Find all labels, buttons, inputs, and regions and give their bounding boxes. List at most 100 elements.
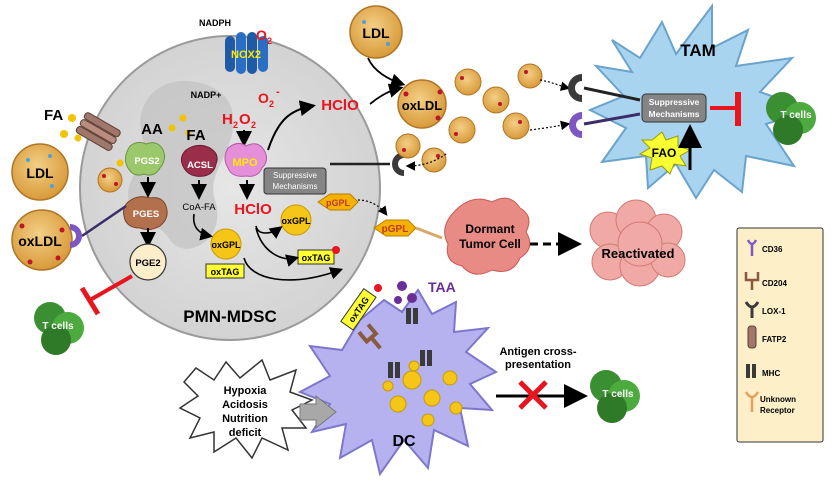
legend-unknown-label: Unknown Receptor <box>760 395 796 415</box>
oxldl-left-label: oxLDL <box>18 233 62 249</box>
nadph-label: NADPH <box>199 18 231 28</box>
arrow-pgpl-out <box>357 199 388 216</box>
oxtag-dc-dot <box>374 284 382 292</box>
arrow-oxldl-tam-lox1 <box>539 79 571 91</box>
ldl-left-particle <box>11 143 69 201</box>
oxtag-right-label: oxTAG <box>302 253 331 263</box>
stress-burst <box>178 358 314 460</box>
legend-lox1-label: LOX-1 <box>762 307 786 316</box>
tcells-left-label: T cells <box>42 321 74 332</box>
svg-text:O: O <box>256 27 267 43</box>
lox1-tam-link <box>583 86 641 102</box>
arrow-oxldl-lox1 <box>405 153 447 171</box>
antigen-label: Antigen cross-presentation <box>499 346 577 371</box>
nox2-label: NOX2 <box>231 49 261 61</box>
cd36-receptor-left <box>70 224 82 248</box>
fa-top-label: FA <box>44 107 63 124</box>
oxgpl-left-drop <box>210 228 242 260</box>
oxtag-left-label: oxTAG <box>211 267 240 277</box>
arrow-ldl-oxldl <box>367 57 406 88</box>
hclo-inner-label: HClO <box>234 201 272 218</box>
legend-unknown-icon <box>744 391 760 412</box>
tcells-dc-label: T cells <box>602 389 634 400</box>
legend-box <box>736 227 824 443</box>
tcells-tam-label: T cells <box>780 110 812 121</box>
taa-label: TAA <box>428 279 456 295</box>
legend-lox1-icon <box>744 301 760 318</box>
tcells-left <box>34 302 84 355</box>
legend-cd204-label: CD204 <box>762 279 787 288</box>
oxgpl-right-drop <box>280 204 312 236</box>
reactivated-cluster <box>589 199 686 287</box>
block-x-2 <box>518 380 548 410</box>
mdsc-label: PMN-MDSC <box>183 307 277 326</box>
nadp-label: NADP+ <box>191 90 222 100</box>
pge2-circle <box>129 243 167 281</box>
svg-text:2: 2 <box>267 36 272 46</box>
ldl-left-label: LDL <box>26 165 54 181</box>
mhc-dc-3 <box>406 308 418 324</box>
arrow-to-hclo-top <box>267 100 316 151</box>
reactivated-label: Reactivated <box>602 246 675 261</box>
legend-cd36-icon <box>746 239 758 256</box>
arrow-oxldl-tam-cd36 <box>529 120 571 131</box>
arrow-hclo-oxldl <box>369 83 404 105</box>
tcells-dc <box>590 370 640 423</box>
mpo-enzyme <box>224 142 268 177</box>
tam-label: TAM <box>680 41 716 60</box>
suppressive-box-mdsc <box>263 167 327 195</box>
mhc-dc-2 <box>420 350 432 366</box>
dormant-text-wrap: Dormant Tumor Cell <box>459 222 521 251</box>
oxgpl-left-label: oxGPL <box>211 240 241 250</box>
arrow-hclo-oxgpl <box>255 225 283 239</box>
arrow-stress-dc <box>299 394 337 430</box>
stress-label: Hypoxia Acidosis Nutrition deficit <box>222 385 268 436</box>
svg-text:2: 2 <box>233 120 238 130</box>
pgpl-inner-shape <box>317 193 359 211</box>
oxldl-top-particle <box>397 79 447 129</box>
pgs2-label: PGS2 <box>134 156 159 167</box>
oxgpl-right-label: oxGPL <box>281 216 311 226</box>
legend-mhc-icon <box>746 364 756 378</box>
arrow-hclo-oxtag <box>255 227 300 267</box>
svg-text:O: O <box>258 90 269 106</box>
legend-cd36-label: CD36 <box>762 245 783 254</box>
aa-label: AA <box>141 121 163 138</box>
superoxide-label: O 2 - <box>258 86 280 109</box>
pges-enzyme <box>123 196 168 231</box>
svg-text:2: 2 <box>269 99 274 109</box>
taa-dots <box>394 281 417 304</box>
coa-fa-label: CoA-FA <box>182 202 216 213</box>
fao-burst <box>638 131 692 175</box>
cd36-tam-link <box>583 112 641 126</box>
pgs2-enzyme <box>124 141 166 176</box>
svg-text:-: - <box>276 86 280 98</box>
pge2-label: PGE2 <box>135 258 160 269</box>
dormant-tumor-cell <box>444 197 531 275</box>
ldl-top-particle <box>349 5 403 59</box>
suppressive-box-tam <box>641 93 707 123</box>
nox2-complex: NOX2 <box>225 32 268 74</box>
mhc-dc-1 <box>388 362 400 378</box>
cd36-receptor-tam <box>569 112 582 138</box>
lox1-receptor-tam <box>568 74 582 102</box>
svg-text:2: 2 <box>251 120 256 130</box>
fa-inner-label: FA <box>186 127 205 144</box>
suppressive-text-tam-wrap: Suppressive Mechanisms <box>648 97 699 119</box>
oxtag-left-box <box>205 263 245 279</box>
svg-text:H: H <box>222 111 233 128</box>
lox1-receptor <box>392 152 404 176</box>
legend-mhc-label: MHC <box>762 369 780 378</box>
legend-fatp2-icon <box>747 325 757 349</box>
legend-unknown-text-wrap: Unknown Receptor <box>760 395 796 415</box>
dc-cell <box>297 288 499 477</box>
inhibit-bar-left <box>79 286 101 316</box>
acsl-label: ACSL <box>187 160 213 171</box>
inhibit-line-left <box>89 274 133 302</box>
dormant-label: Dormant Tumor Cell <box>459 222 521 251</box>
legend-fatp2-label: FATP2 <box>762 335 787 344</box>
o2-label: O 2 <box>256 27 272 46</box>
hclo-top-label: HClO <box>321 97 359 114</box>
